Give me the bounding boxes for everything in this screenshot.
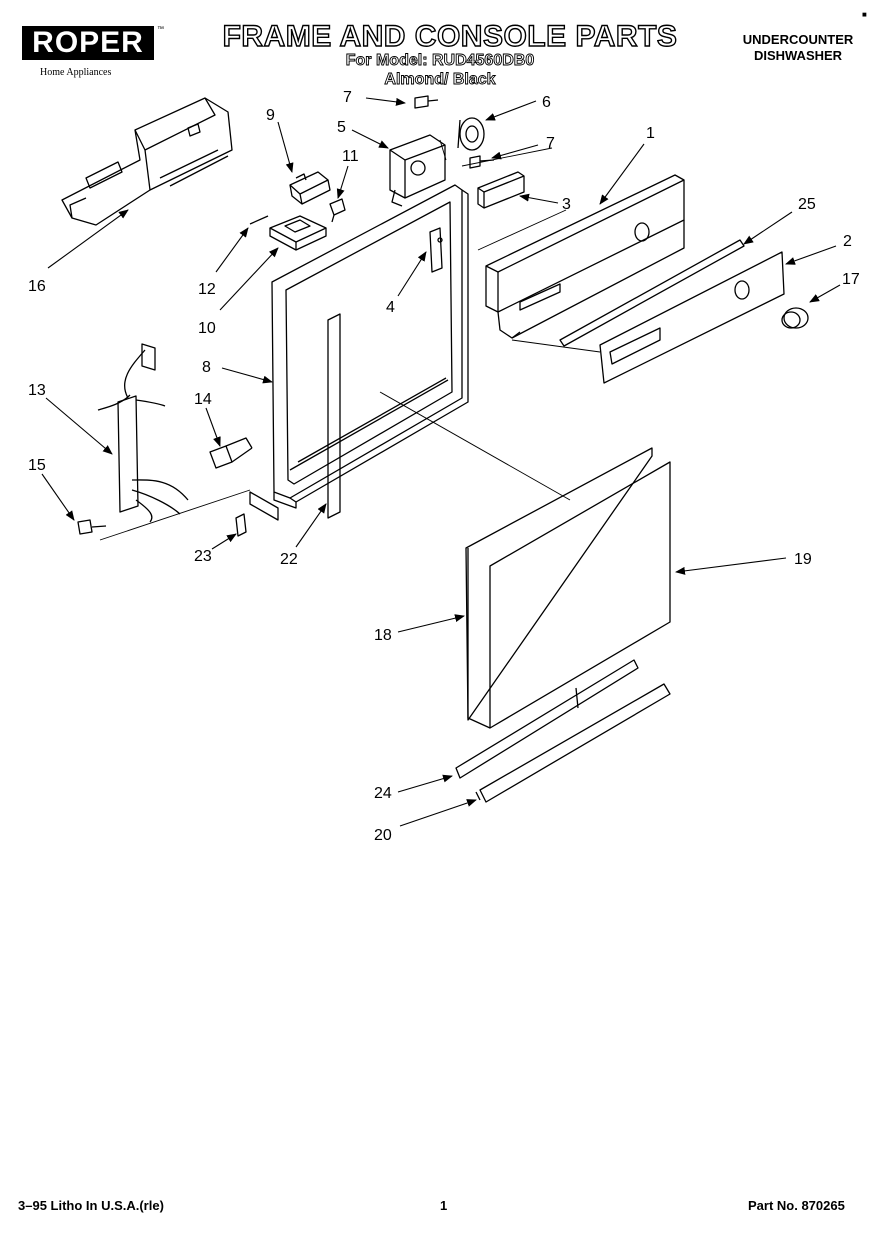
color-line: Almond/ Black <box>384 71 496 89</box>
callout-18: 18 <box>374 627 392 644</box>
part-25-trim <box>559 239 745 347</box>
callout-5: 5 <box>337 119 346 136</box>
part-6-dial <box>457 117 485 151</box>
corner-mark: ■ <box>862 10 867 19</box>
print-info: 3–95 Litho In U.S.A.(rle) <box>18 1198 164 1213</box>
brand-logo: ROPER <box>22 26 154 60</box>
part-17-knob <box>781 307 809 329</box>
brand-subtitle: Home Appliances <box>40 67 112 78</box>
brand-logo-text: ROPER <box>32 26 144 59</box>
part-7-screw-top <box>414 95 439 109</box>
part-22-strip <box>327 313 341 519</box>
callout-11: 11 <box>342 148 359 165</box>
part-20-bottom-trim <box>475 683 671 803</box>
category-line-2: DISHWASHER <box>753 48 843 63</box>
callout-9: 9 <box>266 107 275 124</box>
callout-15: 15 <box>28 457 46 474</box>
part-12-strip <box>249 215 269 225</box>
page-title: FRAME AND CONSOLE PARTS <box>222 19 678 53</box>
part-number: Part No. 870265 <box>748 1198 845 1213</box>
callout-24: 24 <box>374 785 392 802</box>
callout-23: 23 <box>194 548 212 565</box>
part-9-switch <box>289 171 331 205</box>
brand-trademark: ™ <box>157 26 164 33</box>
part-15-screw <box>77 519 107 535</box>
callout-8: 8 <box>202 359 211 376</box>
callout-20: 20 <box>374 827 392 844</box>
product-category: UNDERCOUNTER DISHWASHER <box>722 32 874 64</box>
assembly-lines <box>99 139 601 541</box>
part-8-door-frame <box>249 184 469 521</box>
category-line-1: UNDERCOUNTER <box>742 32 854 47</box>
callout-2: 2 <box>843 233 852 250</box>
part-10-bracket <box>269 215 327 251</box>
callout-16: 16 <box>28 278 46 295</box>
part-11-connector <box>329 198 346 223</box>
callout-10: 10 <box>198 320 216 337</box>
callout-22: 22 <box>280 551 298 568</box>
callout-19: 19 <box>794 551 812 568</box>
part-5-timer <box>389 134 446 207</box>
callout-14: 14 <box>194 391 212 408</box>
part-16-wire-cover <box>61 97 233 226</box>
part-14-sensor <box>209 437 253 469</box>
part-3-bracket <box>477 171 525 209</box>
callout-7-top: 7 <box>343 89 352 106</box>
callout-12: 12 <box>198 281 216 298</box>
callout-numbers: 16 9 7 6 5 11 1 7 3 25 2 17 12 10 4 8 13… <box>28 89 860 844</box>
page-number: 1 <box>440 1198 448 1213</box>
part-24-trim-strip <box>455 659 639 779</box>
callout-leaders <box>41 97 841 827</box>
part-1-console-panel <box>485 174 685 339</box>
callout-25: 25 <box>798 196 816 213</box>
callout-6: 6 <box>542 94 551 111</box>
callout-4: 4 <box>386 299 395 316</box>
callout-17: 17 <box>842 271 860 288</box>
callout-13: 13 <box>28 382 46 399</box>
callout-7-right: 7 <box>546 135 555 152</box>
part-19-door-liner <box>489 461 671 729</box>
callout-3: 3 <box>562 196 571 213</box>
part-13-harness <box>97 343 189 523</box>
model-line: For Model: RUD4560DB0 <box>345 52 535 70</box>
part-2-overlay <box>599 251 785 384</box>
callout-1: 1 <box>646 125 655 142</box>
part-23-clip <box>235 513 247 537</box>
part-18-door-panel <box>465 447 653 729</box>
